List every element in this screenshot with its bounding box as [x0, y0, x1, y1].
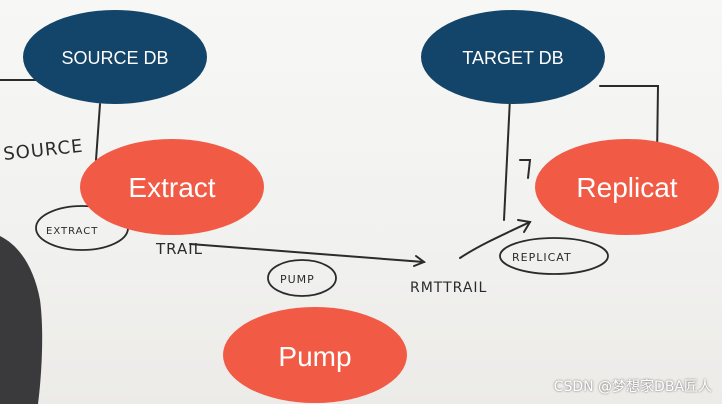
rmttrail-handwriting: RMTTRAIL [410, 280, 487, 296]
replicat-label: Replicat [576, 172, 677, 203]
target-db-ellipse [421, 10, 605, 104]
pump-small-circle [267, 259, 337, 297]
replicat-ellipse [535, 139, 719, 235]
trail-to-rmttrail-arrow [189, 243, 425, 263]
presenter-shoulder [0, 236, 43, 404]
replicat-small-circle [499, 237, 609, 275]
extract-ellipse [80, 139, 264, 235]
target-t-mark [519, 159, 532, 179]
pump-ellipse [223, 307, 407, 403]
csdn-watermark: CSDN @梦想家DBA匠人 [553, 379, 712, 395]
target-left-line [503, 97, 511, 221]
extract-label: Extract [128, 172, 215, 203]
source-db-ellipse [23, 10, 207, 104]
target-db-label: TARGET DB [462, 48, 563, 68]
source-db-label: SOURCE DB [61, 48, 168, 68]
rmttrail-to-replicat-arrow [459, 221, 531, 259]
pump-small-handwriting: PUMP [280, 273, 315, 286]
source-handwriting: SOURCE [2, 136, 84, 165]
extract-small-handwriting: EXTRACT [46, 226, 98, 237]
source-connector-line [95, 103, 101, 161]
trail-handwriting: TRAIL [155, 240, 203, 258]
replicat-small-handwriting: REPLICAT [512, 251, 572, 264]
pump-label: Pump [278, 341, 351, 372]
